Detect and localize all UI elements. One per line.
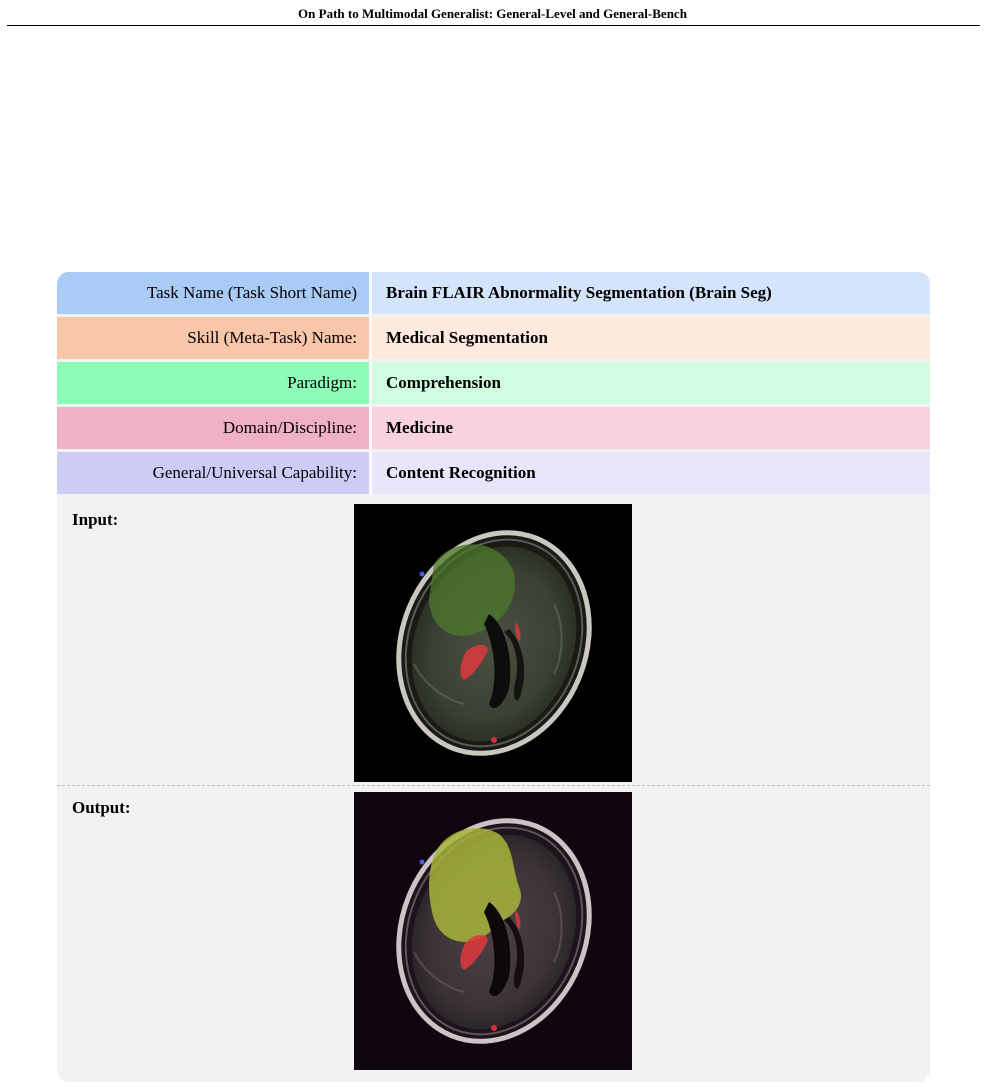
meta-gap (369, 452, 372, 494)
meta-label: Domain/Discipline: (57, 407, 369, 449)
output-label: Output: (72, 798, 131, 817)
meta-value: Medicine (372, 407, 930, 449)
meta-row-domain: Domain/Discipline: Medicine (57, 407, 930, 449)
io-divider (57, 785, 930, 786)
meta-label: Paradigm: (57, 362, 369, 404)
meta-value: Brain FLAIR Abnormality Segmentation (Br… (372, 272, 930, 314)
input-label: Input: (72, 510, 119, 529)
meta-label: Skill (Meta-Task) Name: (57, 317, 369, 359)
running-head: On Path to Multimodal Generalist: Genera… (298, 6, 687, 21)
meta-gap (369, 362, 372, 404)
meta-label: Task Name (Task Short Name) (57, 272, 369, 314)
meta-row-skill: Skill (Meta-Task) Name: Medical Segmenta… (57, 317, 930, 359)
meta-label: General/Universal Capability: (57, 452, 369, 494)
meta-row-task-name: Task Name (Task Short Name) Brain FLAIR … (57, 272, 930, 314)
meta-value: Content Recognition (372, 452, 930, 494)
output-mri-image (354, 792, 632, 1070)
meta-gap (369, 317, 372, 359)
meta-gap (369, 407, 372, 449)
input-mri-image (354, 504, 632, 782)
meta-value: Medical Segmentation (372, 317, 930, 359)
header-rule (7, 25, 980, 26)
task-card: Task Name (Task Short Name) Brain FLAIR … (57, 272, 930, 1082)
meta-gap (369, 272, 372, 314)
meta-row-capability: General/Universal Capability: Content Re… (57, 452, 930, 494)
meta-row-paradigm: Paradigm: Comprehension (57, 362, 930, 404)
meta-value: Comprehension (372, 362, 930, 404)
